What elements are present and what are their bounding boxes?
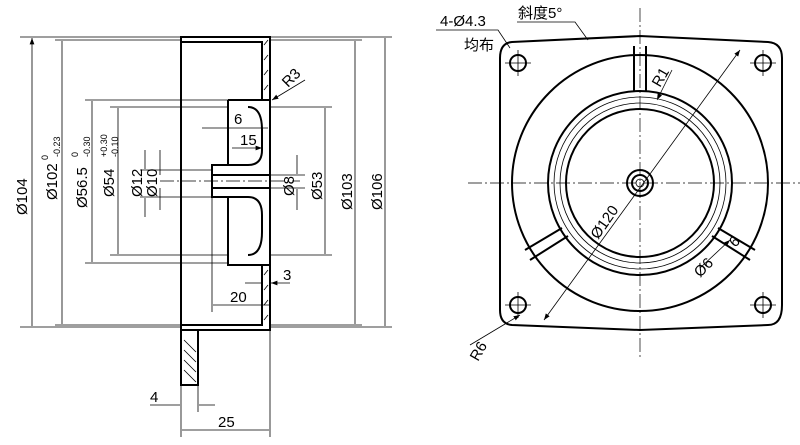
dim-d54-tol-lower: -0.10 xyxy=(110,136,120,157)
dim-4: 4 xyxy=(150,389,158,406)
dim-d102: Ø102 xyxy=(44,163,61,200)
dim-d54-tol-upper: +0.30 xyxy=(99,134,109,157)
dim-6: 6 xyxy=(234,111,242,128)
dim-d56-5-tol-upper: 0 xyxy=(70,152,80,157)
flange-outline xyxy=(499,34,783,332)
dim-25: 25 xyxy=(218,414,235,431)
mounting-holes xyxy=(505,50,776,318)
front-view: 4-Ø4.3 均布 斜度5° R1 Ø120 Ø6 6 R6 xyxy=(436,5,800,364)
note-slope: 斜度5° xyxy=(518,5,562,22)
dim-r6: R6 xyxy=(467,339,491,364)
note-holes: 4-Ø4.3 xyxy=(440,13,486,30)
side-section-view: Ø104 Ø102 0 -0.23 Ø56.5 0 -0.30 Ø54 +0.3… xyxy=(14,37,392,437)
dim-d53: Ø53 xyxy=(309,172,326,200)
dim-20: 20 xyxy=(230,289,247,306)
part-outline xyxy=(160,36,300,386)
dim-d103: Ø103 xyxy=(339,173,356,210)
dim-d12: Ø12 xyxy=(129,169,146,197)
dim-d102-tol-lower: -0.23 xyxy=(52,136,62,157)
dim-d56-5: Ø56.5 xyxy=(74,167,91,208)
dim-15: 15 xyxy=(240,132,257,149)
dim-r1: R1 xyxy=(649,65,673,90)
dim-d54: Ø54 xyxy=(101,169,118,197)
dim-d6: Ø6 xyxy=(691,255,717,281)
note-holes-even: 均布 xyxy=(464,37,494,54)
dim-d120: Ø120 xyxy=(587,202,622,242)
dim-3: 3 xyxy=(283,267,291,284)
dim-d106: Ø106 xyxy=(369,173,386,210)
dim-d104: Ø104 xyxy=(14,178,31,215)
dim-r3: R3 xyxy=(279,65,305,91)
dim-d56-5-tol-lower: -0.30 xyxy=(82,136,92,157)
dim-d102-tol-upper: 0 xyxy=(40,155,50,160)
dim-d8: Ø8 xyxy=(281,176,298,196)
dim-d10: Ø10 xyxy=(144,169,161,197)
